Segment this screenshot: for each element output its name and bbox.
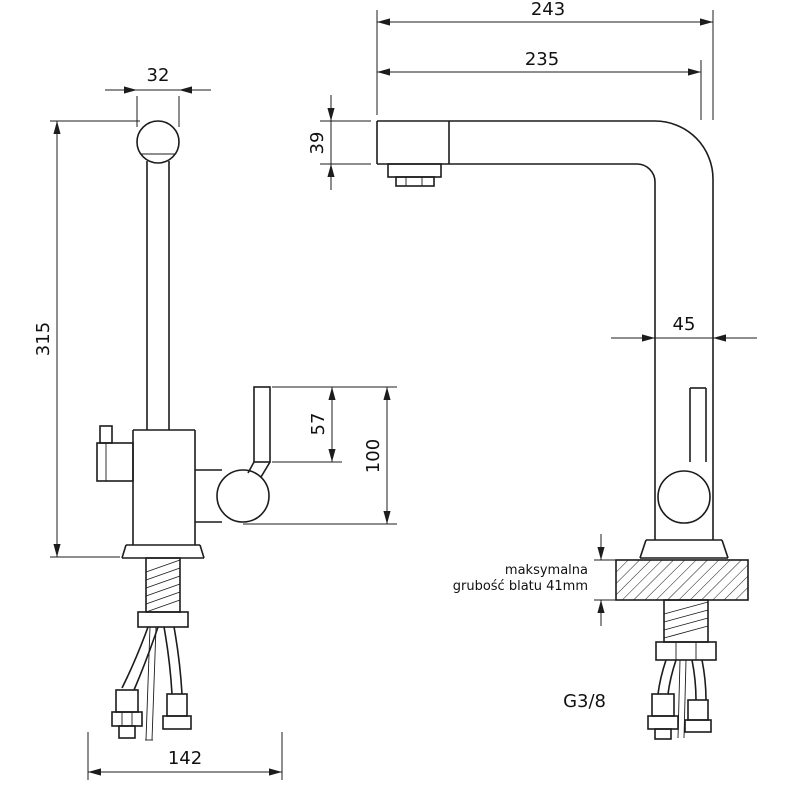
dim-depth-total-label: 243 [531, 0, 565, 20]
side-view [376, 120, 749, 740]
supply-hoses-side [647, 659, 712, 740]
dim-body-width-label: 45 [673, 314, 696, 335]
body-ball [657, 470, 711, 524]
mixer-lever-side [689, 387, 707, 462]
aerator-head [387, 121, 450, 187]
base-flange-side [639, 539, 729, 559]
front-view [96, 120, 271, 741]
countertop [615, 559, 749, 601]
dim-lever-label: 57 [308, 413, 329, 436]
countertop-note-line2: grubość blatu 41mm [453, 579, 588, 594]
threaded-stud [137, 557, 189, 628]
side-view-dimensions: 243 235 39 45 maksymalna grubość blatu 4… [307, 0, 757, 712]
supply-hoses [111, 626, 192, 741]
dim-head-width-label: 32 [147, 65, 170, 86]
dim-lever-assembly-label: 100 [363, 439, 384, 473]
countertop-note-line1: maksymalna [505, 563, 588, 578]
dim-depth-spout-label: 235 [525, 49, 559, 70]
dim-height-label: 315 [33, 322, 54, 356]
front-view-dimensions: 32 315 57 100 142 [33, 65, 397, 780]
mixer-lever [195, 386, 271, 523]
filter-handle [96, 425, 134, 482]
dim-base-spread-label: 142 [168, 748, 202, 769]
dim-spout-height-label: 39 [307, 132, 328, 155]
faucet-head [136, 120, 180, 164]
thread-size-label: G3/8 [563, 691, 606, 712]
